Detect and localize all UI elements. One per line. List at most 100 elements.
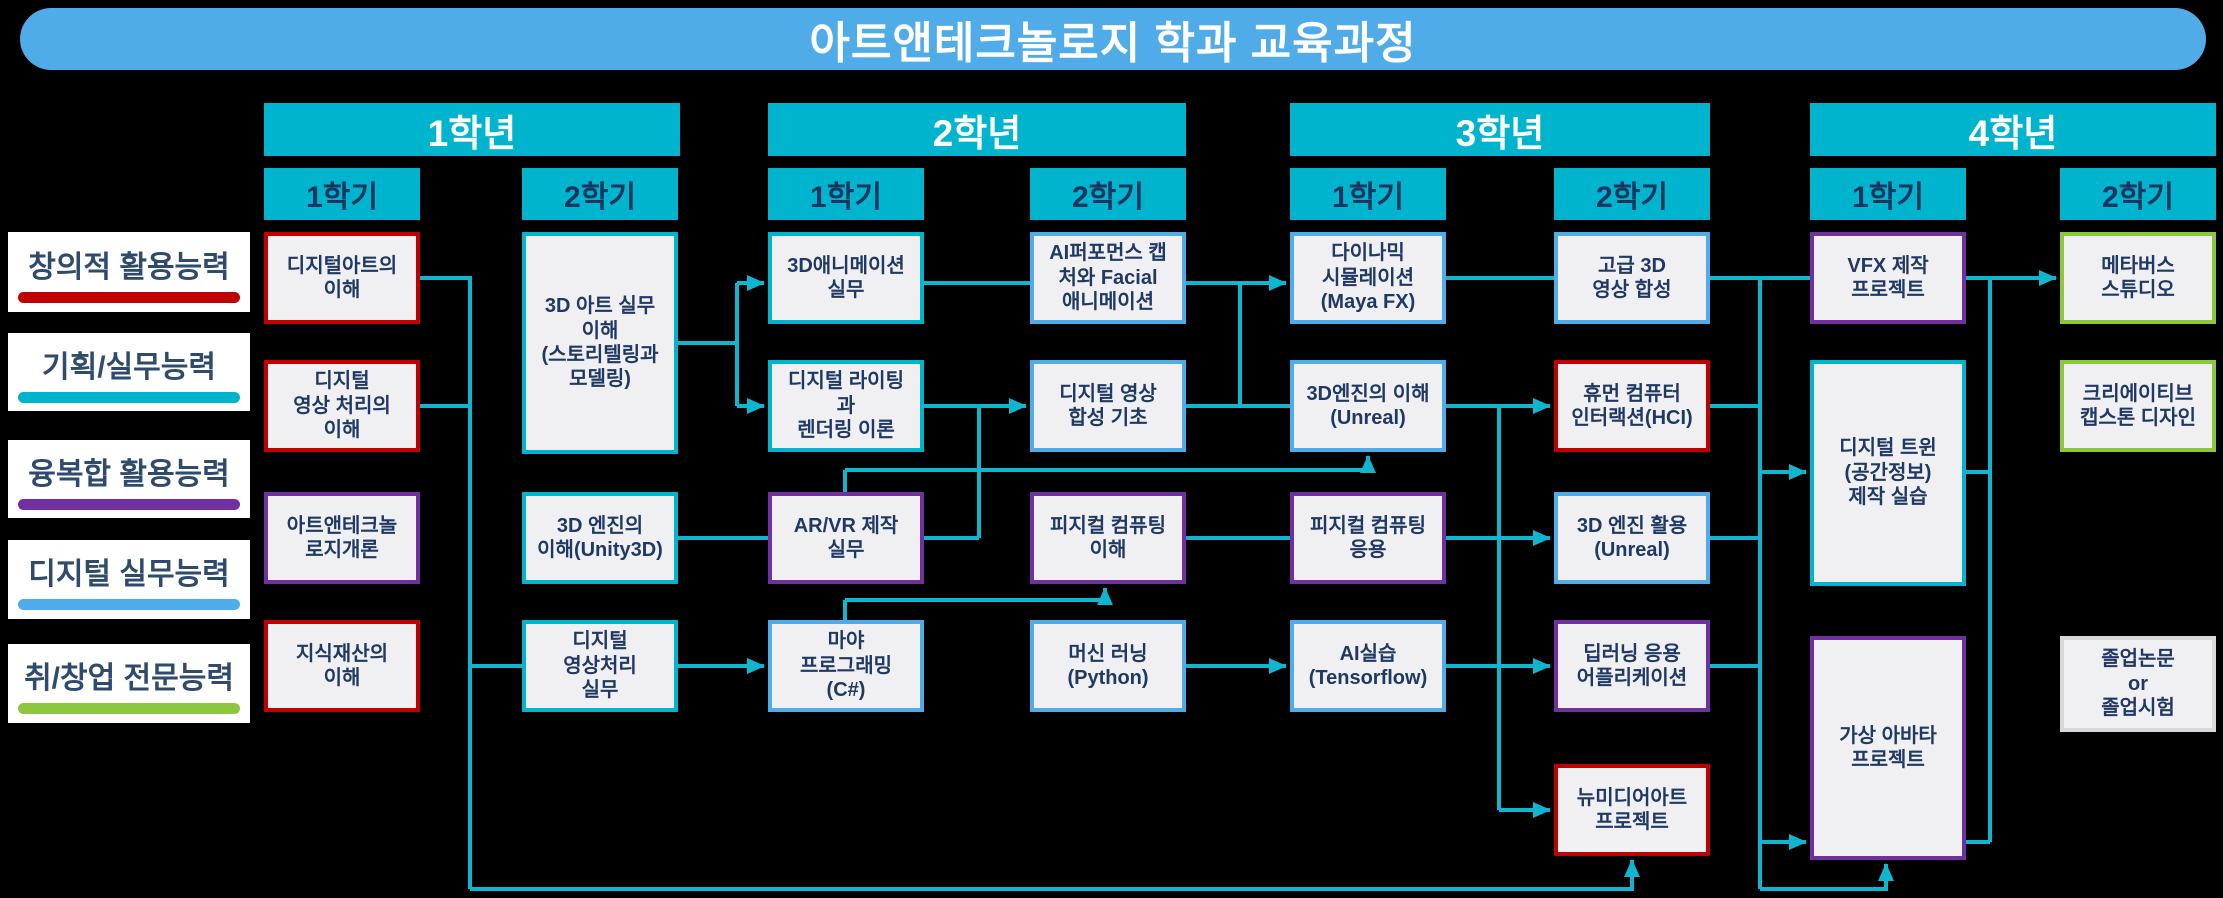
course-label: 피지컬 컴퓨팅 응용 [1310,514,1426,561]
year-label: 4학년 [1968,112,2058,154]
course-label: 3D 엔진의 이해(Unity3D) [537,514,663,561]
course-label: 다이나믹 시뮬레이션 (Maya FX) [1320,242,1416,314]
sem-label: 2학기 [1072,181,1144,214]
course-label: 디지털아트의 이해 [286,254,398,301]
course-box: 뉴미디어아트 프로젝트 [1554,764,1710,856]
course-label: 피지컬 컴퓨팅 이해 [1050,514,1166,561]
year-label: 3학년 [1455,112,1545,154]
course-label: 3D애니메이션 실무 [787,254,905,301]
course-box: 가상 아바타 프로젝트 [1810,636,1966,860]
competency-creative: 창의적 활용능력 [8,232,250,312]
competency-convergence: 융복합 활용능력 [8,440,250,518]
competency-label: 기획/실무능력 [42,350,216,384]
course-box: 3D 아트 실무 이해 (스토리텔링과 모델링) [522,232,678,454]
sem-label: 1학기 [1852,181,1924,214]
sem-label: 2학기 [1596,181,1668,214]
year-header-2: 2학년 [768,103,1186,156]
course-box: 고급 3D 영상 합성 [1554,232,1710,324]
competency-label: 취/창업 전문능력 [24,662,234,695]
sem-header-2-1: 1학기 [768,168,924,220]
sem-header-1-2: 2학기 [522,168,678,220]
course-label: 졸업논문 or 졸업시험 [2101,648,2175,720]
course-box: 딥러닝 응용 어플리케이션 [1554,620,1710,712]
course-label: 가상 아바타 프로젝트 [1839,724,1937,771]
year-label: 1학년 [427,112,517,154]
course-box: 디지털아트의 이해 [264,232,420,324]
course-label: VFX 제작 프로젝트 [1847,254,1929,301]
course-box: 디지털 영상 합성 기초 [1030,360,1186,452]
course-box: AR/VR 제작 실무 [768,492,924,584]
competency-digital: 디지털 실무능력 [8,540,250,619]
course-box: 디지털 영상처리 실무 [522,620,678,712]
course-label: AI퍼포먼스 캡 처와 Facial 애니메이션 [1049,242,1167,314]
course-label: 디지털 라이팅 과 렌더링 이론 [788,370,904,442]
underline-purple [18,498,240,510]
course-box: 3D엔진의 이해 (Unreal) [1290,360,1446,452]
competency-career: 취/창업 전문능력 [8,644,250,723]
course-label: 지식재산의 이해 [296,642,388,689]
course-box: 아트앤테크놀 로지개론 [264,492,420,584]
course-box: 메타버스 스튜디오 [2060,232,2216,324]
course-box: 디지털 트윈 (공간정보) 제작 실습 [1810,360,1966,586]
competency-planning: 기획/실무능력 [8,333,250,411]
page-title: 아트앤테크놀로지 학과 교육과정 [809,19,1417,68]
course-box: AI퍼포먼스 캡 처와 Facial 애니메이션 [1030,232,1186,324]
underline-red [18,291,240,303]
sem-label: 1학기 [306,181,378,214]
title-bar: 아트앤테크놀로지 학과 교육과정 [20,8,2206,70]
course-label: 마야 프로그래밍 (C#) [800,630,892,702]
course-box: 3D 엔진 활용 (Unreal) [1554,492,1710,584]
sem-header-4-1: 1학기 [1810,168,1966,220]
underline-blue [18,599,240,610]
course-label: AI실습 (Tensorflow) [1308,642,1428,689]
course-label: AR/VR 제작 실무 [793,514,899,561]
year-label: 2학년 [932,112,1022,154]
course-box: VFX 제작 프로젝트 [1810,232,1966,324]
course-label: 3D 엔진 활용 (Unreal) [1576,514,1688,561]
year-header-3: 3학년 [1290,103,1710,156]
sem-header-3-1: 1학기 [1290,168,1446,220]
course-label: 아트앤테크놀 로지개론 [286,514,398,561]
sem-header-3-2: 2학기 [1554,168,1710,220]
course-box: 다이나믹 시뮬레이션 (Maya FX) [1290,232,1446,324]
competency-label: 융복합 활용능력 [28,457,230,491]
course-label: 디지털 영상 처리의 이해 [293,370,391,442]
competency-label: 디지털 실무능력 [28,558,230,591]
course-box: 휴먼 컴퓨터 인터랙션(HCI) [1554,360,1710,452]
course-label: 디지털 영상 합성 기초 [1059,382,1157,429]
course-label: 뉴미디어아트 프로젝트 [1576,786,1688,833]
underline-cyan [18,391,240,403]
sem-header-1-1: 1학기 [264,168,420,220]
course-label: 디지털 영상처리 실무 [563,630,637,702]
course-box: 마야 프로그래밍 (C#) [768,620,924,712]
course-box: AI실습 (Tensorflow) [1290,620,1446,712]
year-header-4: 4학년 [1810,103,2216,156]
course-box: 피지컬 컴퓨팅 이해 [1030,492,1186,584]
sem-label: 2학기 [2102,181,2174,214]
course-label: 디지털 트윈 (공간정보) 제작 실습 [1839,437,1937,509]
year-header-1: 1학년 [264,103,680,156]
sem-header-4-2: 2학기 [2060,168,2216,220]
course-box: 피지컬 컴퓨팅 응용 [1290,492,1446,584]
course-box: 디지털 라이팅 과 렌더링 이론 [768,360,924,452]
course-label: 3D엔진의 이해 (Unreal) [1306,382,1430,429]
underline-green [18,703,240,714]
course-box: 디지털 영상 처리의 이해 [264,360,420,452]
sem-label: 2학기 [564,181,636,214]
course-box: 졸업논문 or 졸업시험 [2060,636,2216,732]
course-label: 휴먼 컴퓨터 인터랙션(HCI) [1571,382,1693,429]
course-box: 크리에이티브 캡스톤 디자인 [2060,360,2216,452]
course-box: 머신 러닝 (Python) [1030,620,1186,712]
sem-label: 1학기 [810,181,882,214]
course-box: 3D 엔진의 이해(Unity3D) [522,492,678,584]
course-label: 크리에이티브 캡스톤 디자인 [2080,382,2196,429]
course-box: 지식재산의 이해 [264,620,420,712]
sem-header-2-2: 2학기 [1030,168,1186,220]
course-label: 머신 러닝 (Python) [1067,642,1149,689]
course-label: 메타버스 스튜디오 [2101,254,2175,301]
competency-label: 창의적 활용능력 [28,250,230,284]
course-label: 고급 3D 영상 합성 [1592,254,1672,301]
course-label: 3D 아트 실무 이해 (스토리텔링과 모델링) [541,295,659,391]
